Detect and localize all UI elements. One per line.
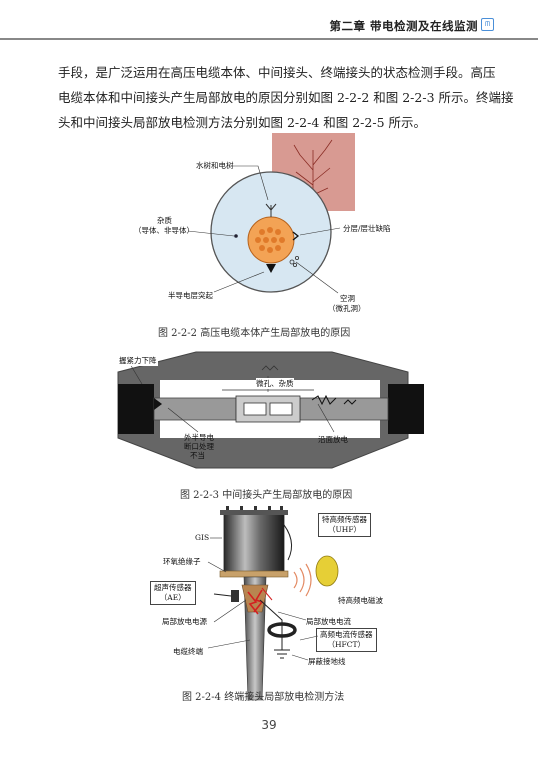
epoxy-insulator (219, 570, 289, 578)
right-end-cap (388, 384, 424, 434)
pd-spark-2 (253, 589, 264, 613)
outer-semi-defect (154, 398, 162, 410)
hfct-sensor-box: 高频电流传感器 （HFCT） (316, 628, 377, 652)
pore-symbol (261, 365, 279, 371)
header-divider (0, 38, 538, 40)
outer-semi-label-1: 外半导电 (184, 433, 214, 442)
gis-label: GIS (195, 533, 210, 542)
impurity-note-label: （导体、非导体） (134, 226, 194, 235)
flange-bolts (226, 506, 283, 510)
left-end-cap (118, 384, 154, 434)
figure1-caption: 图 2-2-2 高压电缆本体产生局部放电的原因 (158, 328, 351, 339)
delamination-mark (292, 231, 300, 241)
uhf-label-1: 特高频传感器 (322, 515, 367, 524)
impurity-dot (234, 234, 238, 238)
uhf-label-2: （UHF） (327, 525, 362, 534)
shield-ground-label: 屏蔽接地线 (308, 657, 346, 666)
water-tree-mark (265, 203, 277, 217)
water-tree-label: 水树和电树 (196, 161, 234, 170)
figure3-leader-lines (207, 537, 319, 661)
shield-ground-wire (259, 599, 283, 650)
ae-label-1: 超声传感器 (154, 583, 192, 592)
gis-sensor-wire (279, 519, 293, 561)
connector-slot-right (269, 402, 293, 416)
gis-cylinder (223, 511, 285, 575)
ae-sensor-wire (213, 593, 232, 597)
page-number: 39 (261, 718, 277, 732)
pd-current-arrow (261, 587, 273, 601)
uhf-em-waves (293, 563, 312, 597)
void-marks (289, 255, 299, 267)
figure3-caption: 图 2-2-4 终端接头局部放电检测方法 (182, 692, 345, 703)
void-label: 空洞 (340, 294, 355, 303)
pore-impurity-label: 微孔、杂质 (256, 378, 294, 389)
body-paragraph: 手段，是广泛运用在高压电缆本体、中间接头、终端接头的状态检测手段。高压 电缆本体… (58, 60, 514, 135)
book-icon: ᗰ (481, 18, 494, 31)
pd-source-label: 局部放电电源 (162, 617, 207, 626)
uhf-sensor-box: 特高频传感器 （UHF） (318, 513, 371, 537)
outer-semi-label-2: 断口处理 (184, 442, 214, 451)
ground-symbol (274, 649, 290, 659)
figure2-caption: 图 2-2-3 中间接头产生局部放电的原因 (180, 490, 353, 501)
pd-current-label: 局部放电电流 (306, 617, 351, 626)
delamination-label: 分层/层壮缺陷 (343, 224, 391, 233)
paragraph-line: 头和中间接头局部放电检测方法分别如图 2-2-4 和图 2-2-5 所示。 (58, 115, 427, 130)
outer-semi-label-3: 不当 (190, 451, 205, 460)
ae-sensor-box: 超声传感器 （AE） (150, 581, 196, 605)
void-note-label: （微孔洞） (328, 304, 366, 313)
tension-drop-label: 握紧力下降 (118, 355, 158, 366)
epoxy-label: 环氧绝缘子 (163, 557, 201, 566)
ae-label-2: （AE） (159, 593, 186, 602)
hfct-label-1: 高频电流传感器 (320, 630, 373, 639)
conductor-strands (255, 227, 285, 253)
uhf-wave-label: 特高频电磁波 (338, 596, 383, 605)
paragraph-line: 电缆本体和中间接头产生局部放电的原因分别如图 2-2-2 和图 2-2-3 所示… (58, 90, 514, 105)
gis-top-flange (220, 510, 288, 515)
chapter-header-title: 第二章 带电检测及在线监测 (329, 19, 478, 33)
semi-conductor-protrusion (266, 264, 276, 273)
surface-discharge-zigzag (311, 394, 337, 406)
paragraph-line: 手段，是广泛运用在高压电缆本体、中间接头、终端接头的状态检测手段。高压 (58, 65, 496, 80)
connector-slot-left (243, 402, 267, 416)
semi-conductor-label: 半导电层突起 (168, 291, 213, 300)
impurity-label: 杂质 (157, 216, 172, 225)
uhf-sensor-disk (315, 555, 339, 587)
hfct-label-2: （HFCT） (327, 640, 366, 649)
ae-sensor-body (231, 590, 239, 602)
figure1-leader-lines (187, 165, 341, 294)
surface-discharge-zigzag-2 (343, 399, 357, 405)
surface-discharge-label: 沿面放电 (318, 435, 348, 444)
pd-spark-1 (247, 591, 259, 615)
cable-terminal-label: 电缆终端 (173, 647, 203, 656)
